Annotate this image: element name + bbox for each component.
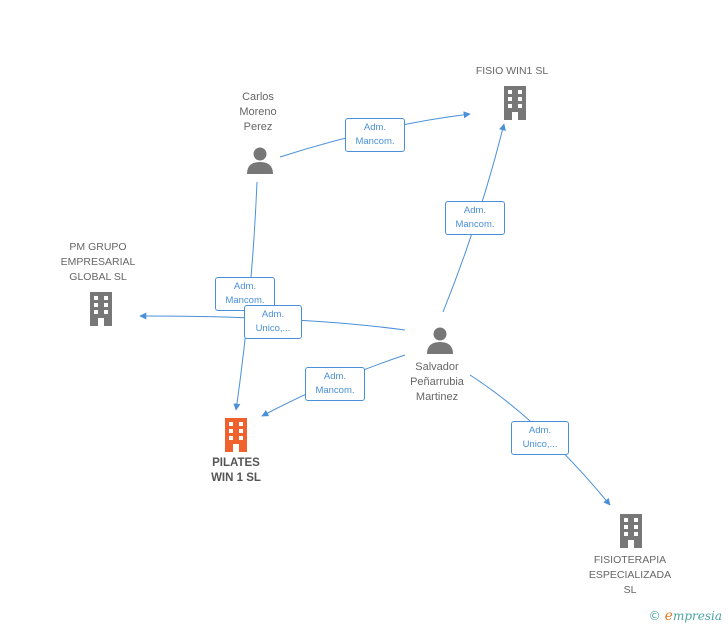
brand-initial: e — [664, 608, 673, 624]
edge-label-salvador-fisioterapia[interactable]: Adm. Unico,... — [511, 421, 569, 455]
node-label-salvador: Salvador Peñarrubia Martinez — [410, 361, 464, 403]
building-icon[interactable] — [616, 514, 646, 548]
edge-label-salvador-fisio[interactable]: Adm. Mancom. — [445, 201, 505, 235]
edge-label-salvador-pilates[interactable]: Adm. Mancom. — [305, 367, 365, 401]
node-label-pm-grupo: PM GRUPO EMPRESARIAL GLOBAL SL — [60, 241, 136, 283]
person-icon[interactable] — [425, 325, 455, 355]
empresia-watermark: ©empresia — [649, 608, 722, 624]
node-label-fisioterapia: FISIOTERAPIA ESPECIALIZADA SL — [588, 554, 672, 596]
copyright-symbol: © — [648, 609, 661, 623]
edge-label-salvador-pm[interactable]: Adm. Unico,... — [244, 305, 302, 339]
person-icon[interactable] — [245, 145, 275, 175]
building-icon[interactable] — [500, 86, 530, 120]
building-icon[interactable] — [86, 292, 116, 326]
edge-label-carlos-fisio[interactable]: Adm. Mancom. — [345, 118, 405, 152]
node-label-fisio-win1: FISIO WIN1 SL — [475, 65, 549, 77]
node-label-pilates: PILATES WIN 1 SL — [211, 457, 261, 484]
brand-name: mpresia — [672, 609, 722, 623]
building-icon-focus[interactable] — [221, 418, 251, 452]
node-label-carlos: Carlos Moreno Perez — [239, 91, 277, 133]
